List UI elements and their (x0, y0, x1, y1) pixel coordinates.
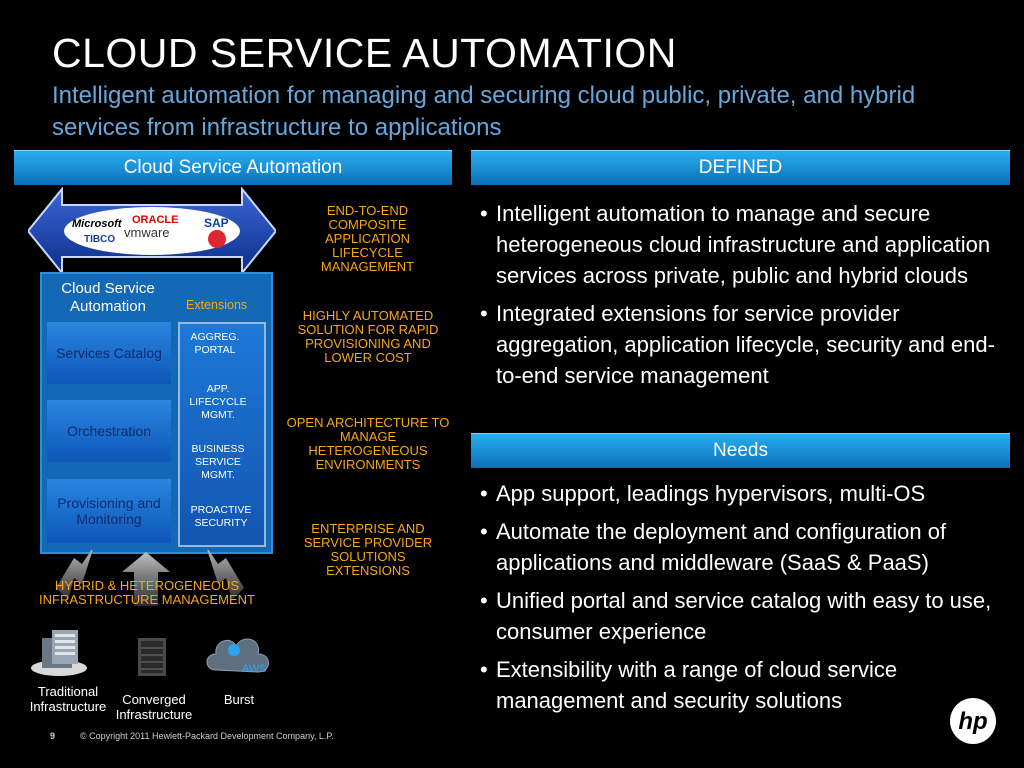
ext-app-lifecycle: APP. LIFECYCLE MGMT. (189, 383, 247, 421)
red-swirl-icon (208, 230, 226, 248)
arrow-center-icon (122, 552, 170, 606)
feature-enterprise: ENTERPRISE AND SERVICE PROVIDER SOLUTION… (303, 521, 433, 578)
needs-bullet: Unified portal and service catalog with … (480, 585, 1005, 647)
defined-bullet: Integrated extensions for service provid… (480, 298, 1005, 391)
converged-rack-icon (138, 638, 166, 676)
logo-cloud-icon (64, 207, 240, 255)
upward-arrows (56, 550, 244, 606)
services-catalog-box: Services Catalog (47, 322, 171, 384)
traditional-label: Traditional Infrastructure (29, 684, 107, 714)
arrow-right-icon (207, 550, 244, 600)
csa-header: Cloud Service Automation (14, 150, 452, 185)
banner-logo-microsoft: Microsoft (72, 218, 123, 230)
feature-open-architecture: OPEN ARCHITECTURE TO MANAGE HETEROGENEOU… (286, 415, 450, 472)
page-number: 9 (50, 731, 56, 741)
burst-cloud-icon: AWS (206, 638, 269, 675)
feature-automation: HIGHLY AUTOMATED SOLUTION FOR RAPID PROV… (297, 308, 439, 365)
ext-aggreg-portal: AGGREG. PORTAL (190, 331, 240, 356)
extensions-label: Extensions (186, 298, 248, 312)
csa-box-title: Cloud Service Automation (61, 280, 155, 315)
arrow-left-icon (56, 550, 93, 600)
svg-text:hp: hp (958, 708, 987, 735)
defined-bullet: Intelligent automation to manage and sec… (480, 198, 1005, 291)
needs-bullet: Automate the deployment and configuratio… (480, 516, 1005, 578)
orchestration-box: Orchestration (47, 400, 171, 462)
ext-business-service: BUSINESS SERVICE MGMT. (191, 443, 245, 481)
burst-label: Burst (223, 692, 255, 707)
banner-logo-oracle: ORACLE (132, 214, 178, 226)
aws-badge: AWS (242, 663, 267, 675)
hp-logo-icon: hp (950, 698, 996, 744)
slide-subtitle: Intelligent automation for managing and … (52, 82, 916, 141)
globe-icon (228, 644, 240, 656)
hybrid-label: HYBRID & HETEROGENEOUS INFRASTRUCTURE MA… (39, 578, 255, 607)
slide-title: CLOUD SERVICE AUTOMATION (52, 30, 677, 76)
needs-bullet: App support, leadings hypervisors, multi… (480, 478, 1005, 509)
provisioning-box: Provisioning and Monitoring (47, 479, 171, 543)
defined-list: Intelligent automation to manage and sec… (480, 198, 1005, 398)
needs-list: App support, leadings hypervisors, multi… (480, 478, 1005, 723)
traditional-server-icon (31, 630, 87, 676)
needs-header: Needs (471, 433, 1010, 468)
vendor-banner: Microsoft ORACLE SAP TIBCO vmware (28, 187, 276, 275)
defined-header: DEFINED (471, 150, 1010, 185)
feature-lifecycle: END-TO-END COMPOSITE APPLICATION LIFECYC… (320, 203, 415, 274)
ext-proactive-security: PROACTIVE SECURITY (190, 504, 252, 529)
extensions-column (178, 322, 266, 547)
banner-logo-sap: SAP (204, 216, 229, 230)
copyright-text: © Copyright 2011 Hewlett-Packard Develop… (80, 731, 334, 741)
needs-bullet: Extensibility with a range of cloud serv… (480, 654, 1005, 716)
converged-label: Converged Infrastructure (115, 692, 193, 722)
banner-logo-vmware: vmware (124, 225, 170, 240)
banner-logo-tibco: TIBCO (84, 234, 115, 245)
